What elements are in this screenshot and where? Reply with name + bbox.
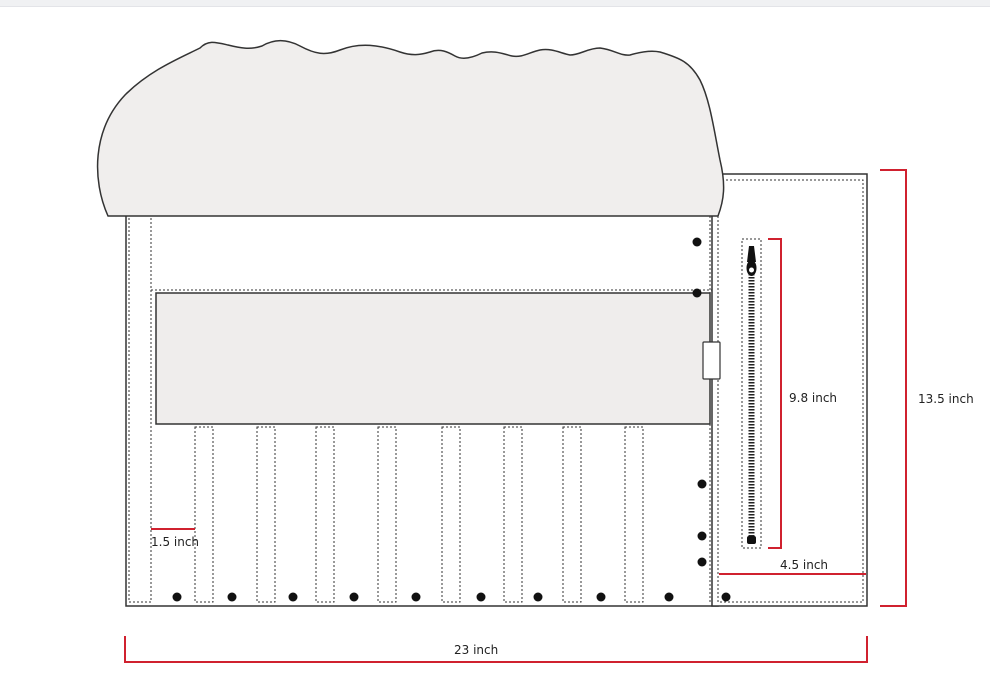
- dimension-zipper-length: 9.8 inch: [789, 391, 838, 405]
- dimension-slot-width: 1.5 inch: [151, 535, 200, 549]
- zipper: [741, 238, 762, 549]
- wavy-flap: [96, 40, 725, 217]
- top-bar: [0, 0, 990, 7]
- snap-dots: [172, 237, 731, 602]
- side-panel-outline: [711, 173, 868, 607]
- dimension-total-height: 13.5 inch: [918, 392, 974, 406]
- dimension-side-panel-width: 4.5 inch: [780, 558, 829, 572]
- side-panel-stitch: [717, 179, 864, 603]
- closure-tab: [702, 341, 721, 380]
- slots: [194, 426, 644, 603]
- pocket: [155, 292, 711, 425]
- dimension-total-width: 23 inch: [454, 643, 499, 657]
- dimension-lines: [124, 169, 907, 663]
